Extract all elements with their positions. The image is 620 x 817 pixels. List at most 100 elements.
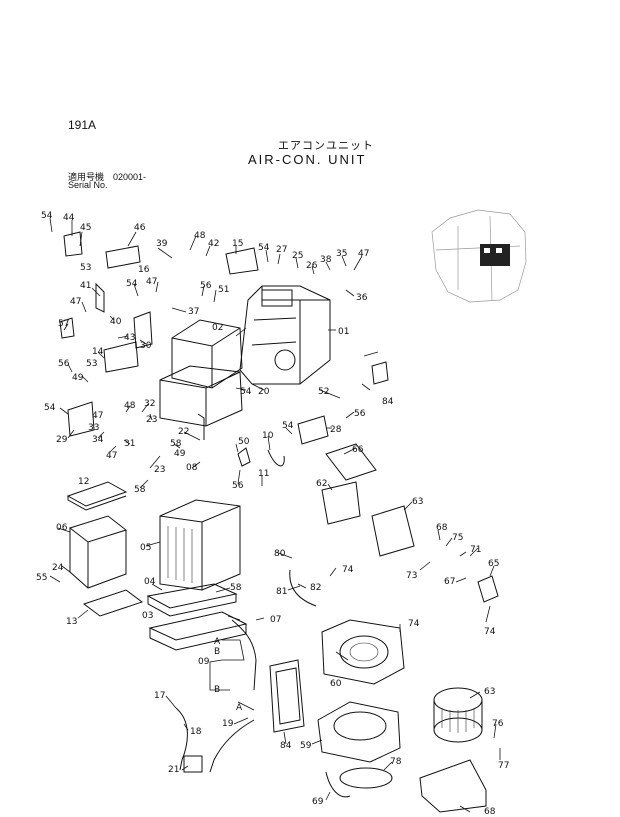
part-81-wire-shape [289, 569, 317, 607]
page-number: 191A [68, 118, 97, 132]
part-label-46: 46 [134, 223, 146, 233]
applicable-serial-japanese: 適用号機 020001- [68, 172, 147, 182]
part-label-48: 48 [194, 231, 206, 241]
part-label-47e: 47 [106, 451, 117, 461]
part-label-53: 53 [80, 263, 91, 273]
part-79-gasket-shape [269, 659, 305, 733]
part-label-19: 19 [222, 719, 234, 729]
part-label-30: 30 [140, 341, 152, 351]
part-label-56b: 56 [58, 359, 70, 369]
part-label-31: 31 [124, 439, 135, 449]
part-70-shape [325, 771, 351, 798]
part-label-14: 14 [92, 347, 104, 357]
part-label-15: 15 [232, 239, 243, 249]
mark-A2: A [236, 703, 243, 713]
part-label-49: 49 [72, 373, 84, 383]
part-labels: 54 44 45 46 48 39 42 15 54 27 25 38 35 4… [36, 211, 509, 817]
part-label-74: 73 [406, 571, 417, 581]
part-60-scroll-shape [317, 701, 401, 763]
part-label-10: 10 [262, 431, 274, 441]
part-label-76: 76 [492, 719, 504, 729]
part-label-54b: 54 [258, 243, 270, 253]
part-label-58: 58 [170, 439, 182, 449]
part-label-58b: 58 [134, 485, 146, 495]
part-label-81: 81 [276, 587, 287, 597]
part-label-75: 75 [452, 533, 463, 543]
part-label-54d: 54 [240, 387, 252, 397]
machine-location-thumbnail [431, 209, 527, 303]
part-label-65: 65 [488, 559, 499, 569]
part-label-55: 55 [36, 573, 47, 583]
applicable-serial-english: Serial No. [68, 180, 108, 190]
part-label-78: 78 [390, 757, 402, 767]
part-label-52: 52 [318, 387, 329, 397]
part-label-47: 47 [358, 249, 369, 259]
mark-B: B [214, 647, 220, 657]
part-21-shape [183, 755, 203, 773]
part-69-bracket-shape [419, 759, 487, 813]
part-06-shape [68, 515, 128, 589]
part-label-04: 04 [144, 577, 156, 587]
part-label-49b: 49 [174, 449, 186, 459]
part-label-26: 26 [306, 261, 318, 271]
part-61-scroll-shape [321, 619, 405, 685]
part-19-hose-shape [209, 719, 255, 773]
part-label-63: 63 [412, 497, 423, 507]
part-label-73c: 74 [484, 627, 496, 637]
part-label-13: 13 [66, 617, 77, 627]
part-label-02: 02 [212, 323, 223, 333]
part-01-case-shape [239, 285, 331, 385]
part-10-wire-shape [267, 449, 285, 467]
part-30-shape [133, 311, 153, 349]
part-label-23: 23 [146, 415, 157, 425]
part-label-23b: 23 [154, 465, 165, 475]
part-label-79: 84 [280, 741, 292, 751]
part-label-80: 80 [274, 549, 286, 559]
part-label-56d: 56 [232, 481, 244, 491]
part-83-shape [371, 361, 389, 385]
part-label-45: 45 [80, 223, 91, 233]
part-label-57: 57 [58, 319, 69, 329]
part-label-70: 69 [312, 797, 324, 807]
part-label-37: 37 [188, 307, 199, 317]
part-label-18: 18 [190, 727, 202, 737]
mark-A: A [214, 637, 221, 647]
part-label-43: 43 [124, 333, 135, 343]
part-label-42: 42 [208, 239, 219, 249]
part-label-71: 71 [470, 545, 481, 555]
part-label-82: 82 [310, 583, 321, 593]
part-label-67: 67 [444, 577, 455, 587]
part-label-08: 08 [186, 463, 198, 473]
part-label-40: 40 [110, 317, 122, 327]
part-label-44: 44 [63, 213, 75, 223]
part-label-69: 68 [484, 807, 496, 817]
part-label-73: 74 [342, 565, 354, 575]
part-62-shape [321, 481, 361, 525]
part-label-34: 34 [92, 435, 104, 445]
part-label-29: 29 [56, 435, 68, 445]
part-15-shape [225, 247, 259, 275]
part-label-28: 28 [330, 425, 342, 435]
part-label-03: 03 [142, 611, 153, 621]
part-label-41: 41 [80, 281, 91, 291]
part-label-39: 39 [156, 239, 168, 249]
part-label-17: 17 [154, 691, 165, 701]
part-label-83: 84 [382, 397, 394, 407]
part-label-56: 56 [200, 281, 212, 291]
part-64-motor-shape [433, 687, 483, 743]
part-label-66: 66 [352, 445, 364, 455]
part-label-77: 77 [498, 761, 509, 771]
part-label-60: 59 [300, 741, 312, 751]
part-65-shape [477, 575, 499, 603]
part-02-case-shape [159, 319, 243, 427]
part-18-hose-shape [175, 707, 188, 771]
part-label-59: 58 [230, 583, 242, 593]
highlight-location-icon [480, 244, 510, 266]
part-label-53b: 53 [86, 359, 97, 369]
part-label-54e: 54 [44, 403, 56, 413]
part-57-shape [59, 317, 75, 339]
part-66-shape [325, 443, 377, 481]
part-label-73b: 74 [408, 619, 420, 629]
part-label-62: 62 [316, 479, 327, 489]
part-12-shape [66, 481, 128, 511]
